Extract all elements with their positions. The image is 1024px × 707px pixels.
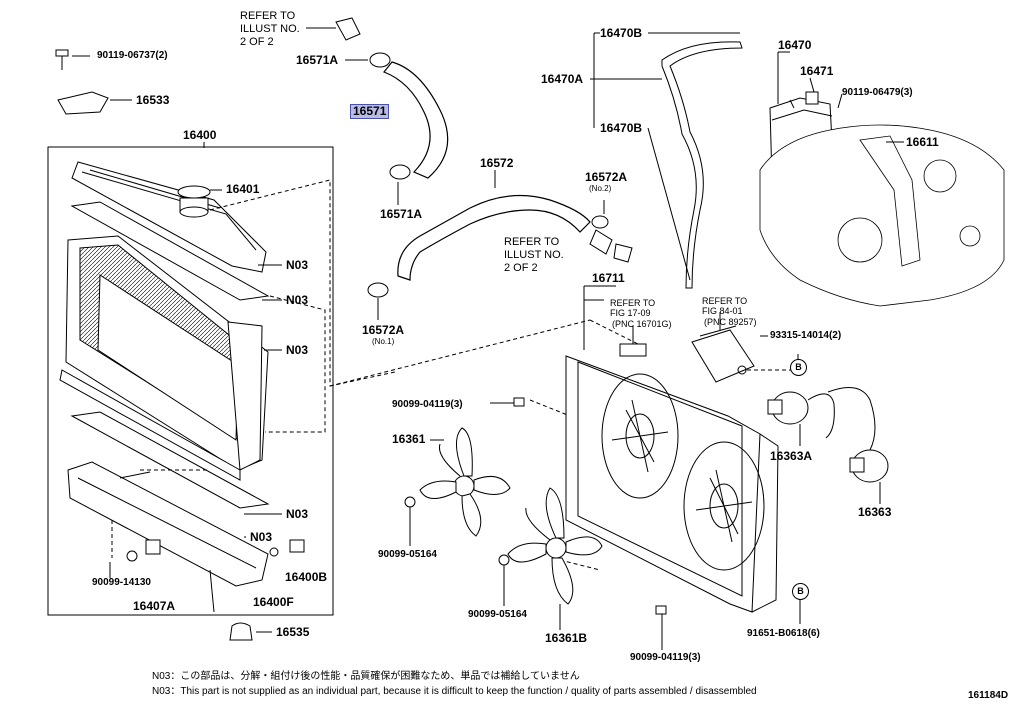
bolt-90119-06737 [55, 49, 69, 70]
bracket-16533 [57, 91, 109, 115]
label-16400b[interactable]: 16400B [285, 570, 328, 584]
hose-clamp-16572a-no1 [367, 282, 389, 298]
note-n03-japanese: N03：この部品は、分解・組付け後の性能・品質確保が困難なため、単品では補給して… [152, 671, 580, 682]
label-16571-highlighted[interactable]: 16571 [350, 104, 390, 119]
refer-illust-mid: REFER TO ILLUST NO. 2 OF 2 [504, 236, 564, 274]
label-16470[interactable]: 16470 [778, 38, 812, 52]
refer-fig17-line1: REFER TO [610, 298, 656, 308]
label-16571a-top[interactable]: 16571A [296, 53, 339, 67]
upper-hose [383, 61, 449, 179]
label-16400f[interactable]: 16400F [253, 595, 294, 609]
label-16471[interactable]: 16471 [800, 64, 834, 78]
label-16533[interactable]: 16533 [136, 93, 170, 107]
label-16572[interactable]: 16572 [480, 156, 514, 170]
radiator-assembly-frame [47, 146, 334, 616]
label-16361[interactable]: 16361 [392, 432, 426, 446]
label-16407a[interactable]: 16407A [133, 599, 176, 613]
label-n03-d[interactable]: N03 [286, 507, 309, 521]
drain-cock [126, 539, 305, 562]
label-90099-04119-bottom[interactable]: 90099-04119(3) [630, 652, 701, 663]
label-16611[interactable]: 16611 [906, 135, 939, 149]
radiator-cap [177, 185, 211, 218]
label-90119-06737[interactable]: 90119-06737(2) [97, 50, 168, 61]
refer-fig17-line3: (PNC 16701G) [612, 319, 672, 329]
label-91651-b0618[interactable]: 91651-B0618(6) [747, 628, 820, 639]
bolt-90099-04119-bottom [655, 605, 667, 650]
label-90099-05164-left[interactable]: 90099-05164 [378, 549, 437, 560]
diagram-code: 161184D [968, 690, 1009, 701]
label-90119-06479[interactable]: 90119-06479(3) [842, 87, 913, 98]
nut-90099-05164-left [404, 496, 416, 546]
marker-b-upper: B [790, 359, 807, 376]
note-n03-english: N03：This part is not supplied as an indi… [152, 686, 757, 697]
mount-cushion [229, 622, 253, 641]
hose-clamp-16572a-no2 [591, 215, 609, 229]
fan-shroud-label-plate [619, 343, 647, 357]
label-n03-c[interactable]: N03 [286, 343, 309, 357]
label-16363[interactable]: 16363 [858, 505, 892, 519]
label-n03-b[interactable]: N03 [286, 293, 309, 307]
lower-gasket [70, 411, 270, 509]
refer-fig84-line2: FIG 84-01 [702, 306, 743, 316]
nut-90099-05164-mid [498, 554, 510, 606]
refer-fig17-line2: FIG 17-09 [610, 308, 651, 318]
label-90099-04119-top[interactable]: 90099-04119(3) [392, 399, 463, 410]
refer-illust-top: REFER TO ILLUST NO. 2 OF 2 [240, 10, 300, 48]
label-16470a[interactable]: 16470A [541, 72, 584, 86]
engine-bay-sketch [759, 124, 1005, 307]
label-16363a[interactable]: 16363A [770, 449, 813, 463]
refer-fig84-line1: REFER TO [702, 296, 748, 306]
label-90099-14130[interactable]: 90099-14130 [92, 577, 151, 588]
label-n03-a[interactable]: N03 [286, 258, 309, 272]
label-16572a-no2: (No.2) [589, 184, 612, 193]
reservoir-hose [661, 41, 743, 289]
lower-hose [397, 194, 591, 281]
label-16470b-top[interactable]: 16470B [600, 26, 643, 40]
marker-b-lower: B [792, 583, 809, 600]
refer-fig84-line3: (PNC 89257) [704, 317, 757, 327]
hose-clamp-16571a-bottom [389, 164, 411, 180]
hose-clamp-16571a-top [369, 52, 391, 68]
cooling-fan-16361 [419, 427, 511, 537]
label-16400[interactable]: 16400 [183, 128, 217, 142]
label-16572a-top[interactable]: 16572A [585, 170, 628, 184]
label-16470b-mid[interactable]: 16470B [600, 121, 643, 135]
upper-gasket [70, 201, 270, 301]
fan-controller [691, 325, 755, 383]
label-90099-05164-mid[interactable]: 90099-05164 [468, 609, 527, 620]
label-16535[interactable]: 16535 [276, 625, 310, 639]
label-16572a-bottom[interactable]: 16572A [362, 323, 405, 337]
cooling-fan-16361b [507, 487, 603, 605]
fan-motor-16363 [827, 387, 889, 483]
fan-shroud [565, 355, 779, 613]
label-93315-14014[interactable]: 93315-14014(2) [770, 330, 842, 341]
fan-motor-16363a [767, 391, 835, 439]
label-n03-e[interactable]: N03 [250, 530, 273, 544]
label-16711[interactable]: 16711 [592, 271, 625, 285]
label-16361b[interactable]: 16361B [545, 631, 588, 645]
label-16571a-bottom[interactable]: 16571A [380, 207, 423, 221]
bolt-90099-04119-top [490, 397, 525, 407]
label-16401[interactable]: 16401 [226, 182, 260, 196]
radiator-lower-tank [67, 461, 269, 613]
radiator-core [59, 235, 269, 481]
label-16572a-no1: (No.1) [372, 337, 395, 346]
